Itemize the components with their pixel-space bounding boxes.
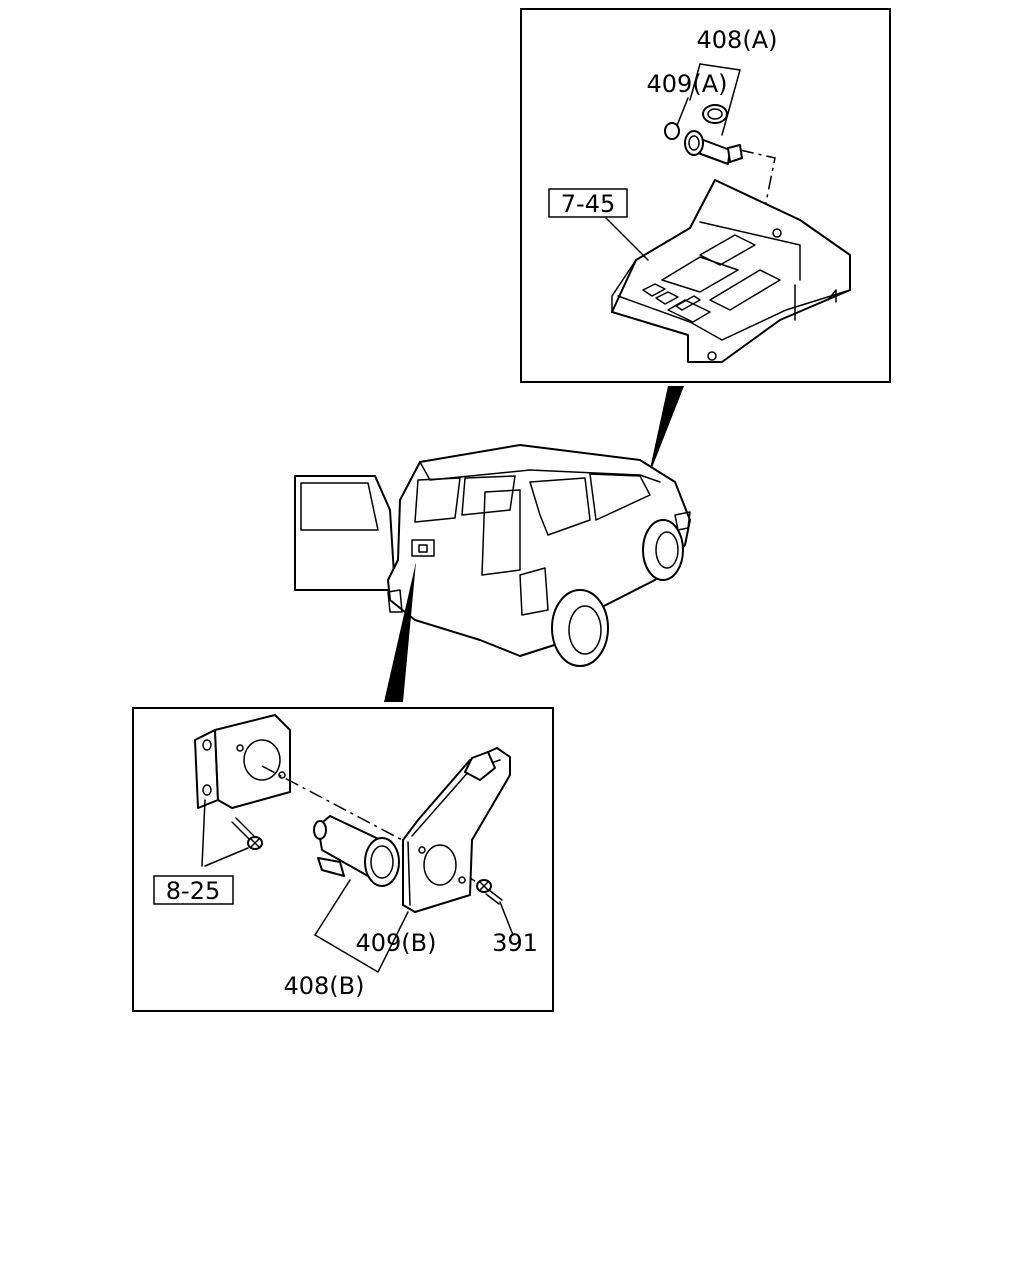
vehicle-lighter-marker xyxy=(411,539,435,557)
front-wheel xyxy=(642,519,684,581)
leader-8-25-a xyxy=(201,799,206,867)
screw-391 xyxy=(476,879,503,905)
leader-7-45 xyxy=(605,217,649,261)
lighter-cap-a xyxy=(664,122,680,140)
top-callout-pointer xyxy=(648,386,684,478)
part-label-409b: 409(B) xyxy=(356,929,437,957)
lighter-cover-plate xyxy=(402,747,511,913)
leader-408b-b xyxy=(314,911,409,973)
bottom-callout-panel: 8-25 xyxy=(132,707,554,1012)
cover-hole xyxy=(423,844,457,886)
leader-8-25-b xyxy=(204,847,249,867)
cigarette-lighter-a xyxy=(664,104,743,165)
part-label-391: 391 xyxy=(492,929,538,957)
leader-408b-a xyxy=(314,879,351,936)
ref-label-8-25: 8-25 xyxy=(166,877,220,905)
center-console xyxy=(611,179,851,363)
ref-tag-7-45: 7-45 xyxy=(548,188,628,218)
top-callout-panel: 7-45 408(A) 409(A) xyxy=(520,8,891,383)
part-label-409a: 409(A) xyxy=(647,70,728,98)
lighter-socket-b xyxy=(313,815,400,887)
rear-wheel xyxy=(551,589,609,667)
mounting-bracket xyxy=(194,714,291,809)
vehicle-illustration xyxy=(294,444,691,667)
part-label-408b: 408(B) xyxy=(284,972,365,1000)
leader-408a xyxy=(689,63,741,136)
lighter-knob-a xyxy=(702,104,728,124)
console-body xyxy=(611,179,851,363)
part-label-408a: 408(A) xyxy=(697,26,778,54)
ref-tag-8-25: 8-25 xyxy=(153,875,234,905)
rear-door-open xyxy=(294,475,396,591)
leader-391 xyxy=(499,901,514,936)
bottom-callout-pointer xyxy=(384,562,416,702)
cover-plate-body xyxy=(402,747,511,913)
cover-lid-hinge xyxy=(464,751,496,781)
ref-label-7-45: 7-45 xyxy=(561,190,615,218)
leader-409a xyxy=(675,97,689,129)
screw-8-25 xyxy=(231,817,263,850)
